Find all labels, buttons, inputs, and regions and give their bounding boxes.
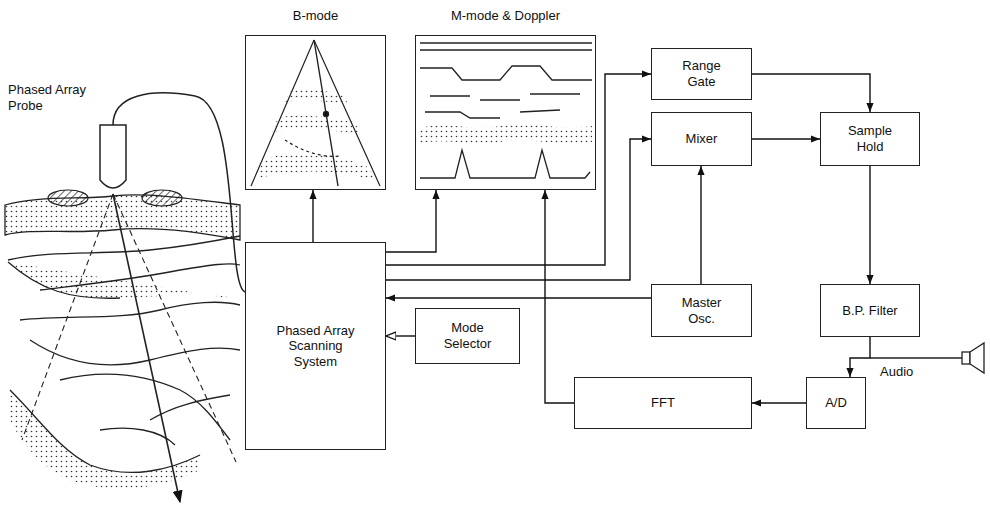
m-mode-trace bbox=[420, 150, 590, 178]
box-label: Phased Array Scanning System bbox=[266, 323, 366, 370]
tissue-section bbox=[5, 195, 240, 240]
b-mode-image bbox=[251, 40, 380, 186]
box-label: Mode Selector bbox=[433, 320, 503, 351]
tissue-section bbox=[8, 262, 120, 298]
tissue-section bbox=[40, 264, 240, 290]
signal-arrow bbox=[752, 402, 806, 403]
process-box: A/D bbox=[806, 377, 866, 429]
probe-label: Phased Array Probe bbox=[6, 82, 90, 113]
signal-arrow bbox=[386, 74, 651, 265]
process-box: Sample Hold bbox=[820, 112, 920, 166]
signal-arrow bbox=[752, 138, 820, 139]
scan-sector bbox=[113, 194, 236, 462]
process-box: Mode Selector bbox=[415, 308, 520, 364]
speaker-symbol bbox=[970, 343, 984, 373]
process-box: Mixer bbox=[651, 112, 752, 166]
signal-arrow bbox=[386, 335, 415, 336]
system-box: Phased Array Scanning System bbox=[245, 242, 386, 450]
m-mode-trace bbox=[420, 124, 592, 144]
screen-title: B-mode bbox=[246, 8, 385, 24]
tissue-section bbox=[8, 262, 240, 300]
process-box: Master Osc. bbox=[651, 284, 752, 337]
probe bbox=[100, 125, 126, 188]
box-label: Mixer bbox=[686, 131, 718, 147]
m-mode-trace bbox=[430, 94, 580, 100]
signal-arrow bbox=[312, 190, 313, 242]
b-mode-image bbox=[258, 153, 374, 180]
skin-obstacles bbox=[48, 190, 88, 206]
process-box: FFT bbox=[574, 377, 752, 429]
m-mode-trace bbox=[425, 110, 560, 118]
m-mode-trace bbox=[420, 43, 592, 178]
scan-sector bbox=[22, 194, 236, 502]
b-mode-image bbox=[285, 89, 348, 106]
box-label: Range Gate bbox=[672, 58, 732, 89]
m-mode-trace bbox=[420, 49, 592, 50]
tissue-section bbox=[10, 390, 200, 489]
b-mode-screen: B-mode bbox=[245, 35, 386, 190]
signal-arrow bbox=[700, 166, 701, 284]
scan-sector bbox=[113, 194, 180, 502]
speaker-symbol bbox=[962, 343, 984, 373]
m-mode-trace bbox=[420, 42, 592, 43]
b-mode-image bbox=[314, 40, 338, 186]
b-mode-image bbox=[272, 115, 360, 134]
scan-sector bbox=[22, 194, 113, 440]
probe bbox=[113, 93, 245, 292]
tissue-section bbox=[30, 340, 240, 365]
signal-arrow bbox=[850, 337, 870, 377]
b-mode-image bbox=[323, 111, 328, 116]
box-label: FFT bbox=[651, 395, 675, 411]
process-box: Range Gate bbox=[651, 48, 752, 100]
box-label: B.P. Filter bbox=[842, 303, 897, 319]
signal-arrow bbox=[386, 190, 436, 252]
screen-title: M-mode & Doppler bbox=[416, 8, 595, 24]
speaker-symbol bbox=[962, 352, 970, 364]
box-label: Master Osc. bbox=[667, 295, 737, 326]
signal-arrow bbox=[386, 297, 651, 298]
tissue-section bbox=[20, 302, 240, 320]
m-mode-screen: M-mode & Doppler bbox=[415, 35, 596, 190]
signal-arrow bbox=[545, 190, 574, 403]
skin-obstacles bbox=[142, 190, 182, 206]
box-label: Sample Hold bbox=[840, 123, 900, 154]
signal-arrow bbox=[386, 139, 651, 280]
probe bbox=[100, 93, 245, 292]
m-mode-trace bbox=[420, 66, 592, 80]
signal-label: Audio bbox=[878, 364, 915, 380]
signal-arrow bbox=[752, 74, 870, 112]
audio-wire bbox=[870, 357, 962, 358]
b-mode-image bbox=[251, 40, 380, 186]
box-label: A/D bbox=[825, 395, 847, 411]
signal-arrow bbox=[869, 166, 870, 284]
process-box: B.P. Filter bbox=[820, 284, 920, 337]
